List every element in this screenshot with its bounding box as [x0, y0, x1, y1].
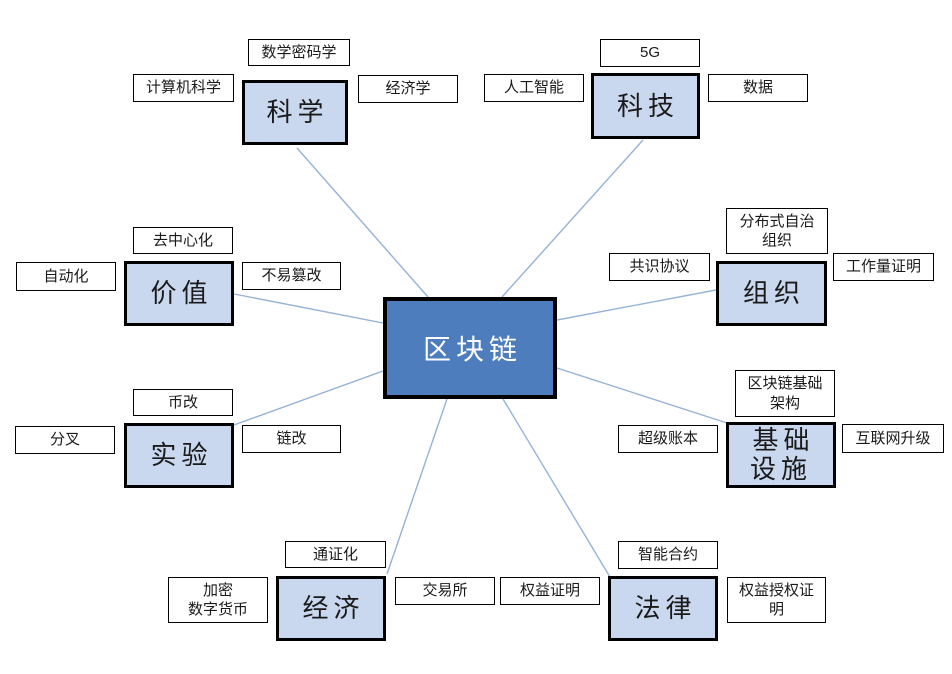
- sub-node-blockchain-architecture: 区块链基础 架构: [735, 370, 835, 417]
- sub-node-hyperledger: 超级账本: [618, 425, 718, 453]
- link-center-infrastructure: [556, 367, 728, 424]
- branch-node-economy: 经济: [276, 576, 386, 641]
- sub-node-math-cryptography: 数学密码学: [248, 39, 350, 66]
- link-center-science: [296, 147, 429, 298]
- branch-node-organization: 组织: [716, 261, 827, 326]
- sub-node-smart-contract: 智能合约: [618, 541, 718, 569]
- branch-node-technology: 科技: [591, 73, 700, 139]
- sub-node-artificial-intelligence: 人工智能: [484, 74, 584, 102]
- branch-node-law: 法律: [608, 576, 718, 641]
- sub-node-fork: 分叉: [15, 426, 115, 454]
- sub-node-cryptocurrency: 加密 数字货币: [168, 577, 268, 623]
- link-center-organization: [556, 289, 717, 321]
- sub-node-5g: 5G: [600, 39, 700, 67]
- sub-node-proof-of-work: 工作量证明: [833, 253, 934, 281]
- sub-node-exchange: 交易所: [395, 577, 495, 605]
- branch-node-science: 科学: [242, 80, 348, 145]
- sub-node-computer-science: 计算机科学: [133, 74, 234, 102]
- sub-node-economics: 经济学: [358, 75, 458, 103]
- link-center-law: [502, 398, 611, 578]
- link-center-technology: [501, 139, 644, 298]
- branch-node-experiment: 实验: [124, 423, 234, 488]
- sub-node-coin-reform: 币改: [133, 389, 233, 416]
- sub-node-dao: 分布式自治 组织: [726, 208, 828, 254]
- branch-node-value: 价值: [124, 261, 234, 326]
- sub-node-tamper-resistance: 不易篡改: [242, 262, 341, 290]
- sub-node-internet-upgrade: 互联网升级: [842, 424, 944, 453]
- sub-node-data: 数据: [708, 74, 808, 102]
- sub-node-consensus-protocol: 共识协议: [609, 253, 710, 281]
- sub-node-chain-reform: 链改: [242, 425, 341, 453]
- center-node-blockchain: 区块链: [383, 297, 557, 399]
- sub-node-automation: 自动化: [16, 262, 116, 291]
- sub-node-decentralization: 去中心化: [133, 227, 233, 254]
- link-center-value: [233, 293, 384, 324]
- link-center-economy: [386, 398, 448, 575]
- sub-node-dpos: 权益授权证 明: [727, 577, 826, 623]
- branch-node-infrastructure: 基础 设施: [726, 422, 836, 488]
- sub-node-tokenization: 通证化: [285, 541, 386, 568]
- sub-node-proof-of-stake: 权益证明: [500, 577, 600, 605]
- link-center-experiment: [233, 370, 384, 426]
